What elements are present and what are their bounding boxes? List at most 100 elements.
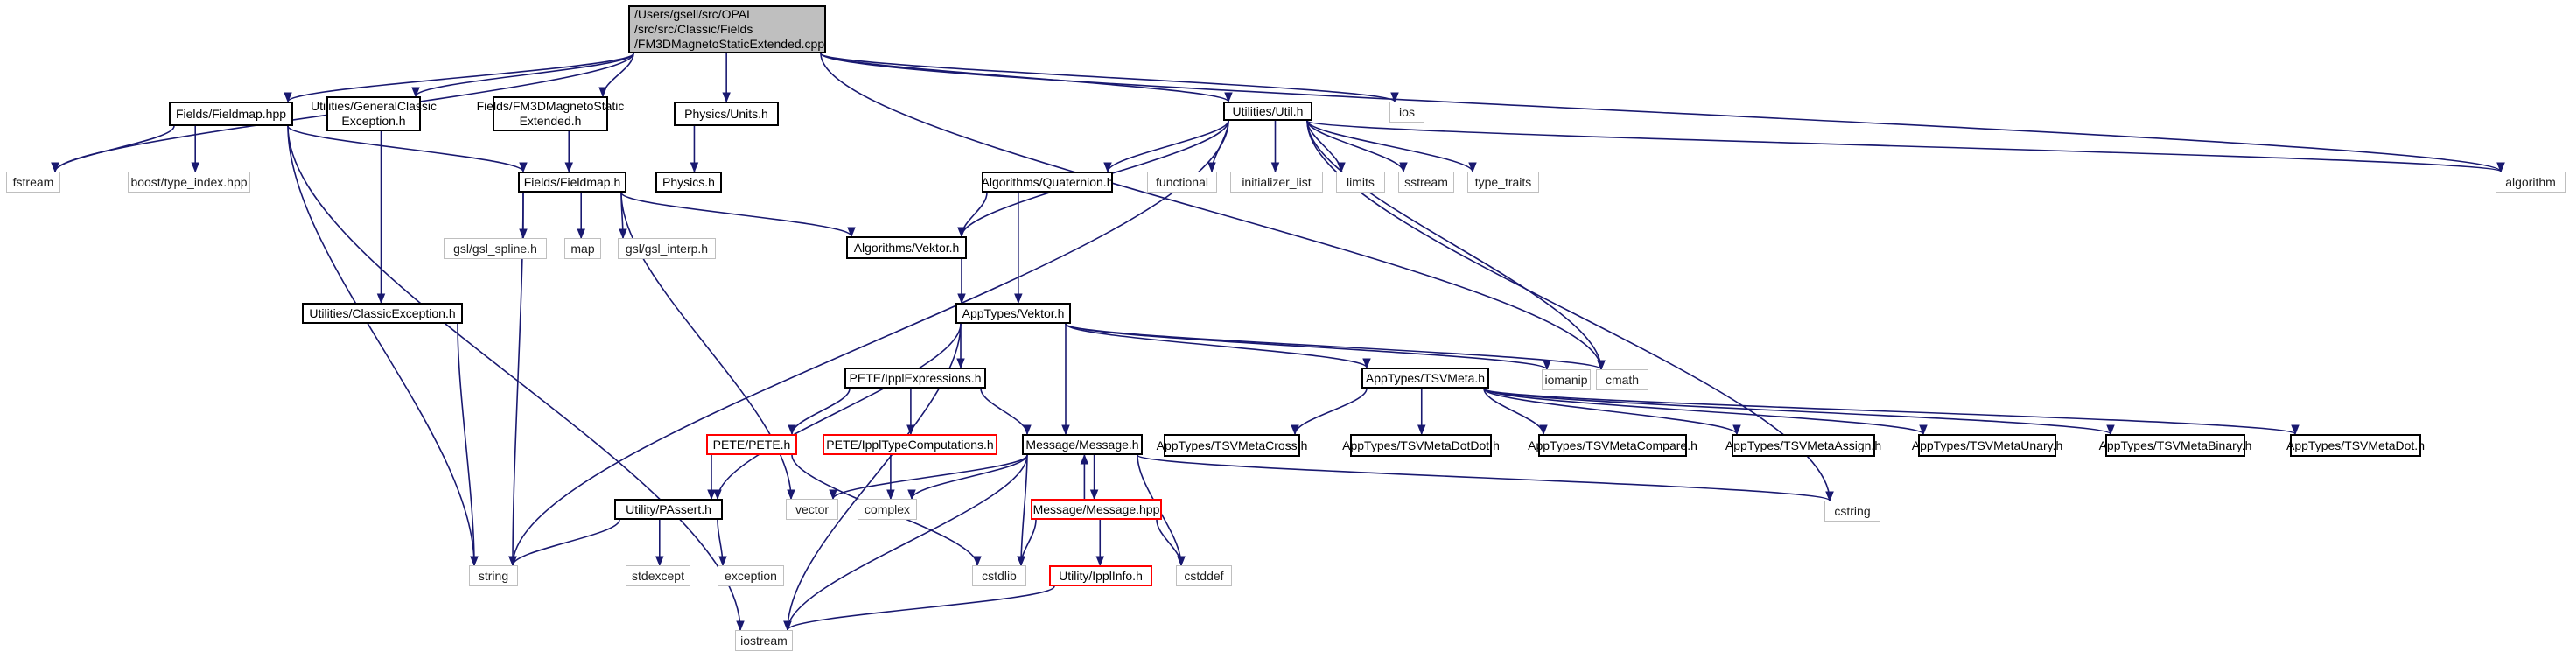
edge-pete-ippl-expressions-to-pete-pete	[791, 388, 850, 435]
edge-classic-exception-to-string	[457, 323, 475, 566]
edge-arrowhead	[1418, 424, 1426, 436]
node-stdexcept[interactable]: stdexcept	[626, 565, 690, 586]
node-label-line: fstream	[12, 174, 54, 189]
node-gsl-interp[interactable]: gsl/gsl_interp.h	[618, 238, 716, 259]
edge-arrowhead	[564, 162, 573, 173]
edge-arrowhead	[1919, 424, 1928, 436]
node-algorithms-vektor[interactable]: Algorithms/Vektor.h	[846, 236, 967, 259]
node-label-line: AppTypes/TSVMetaAssign.h	[1725, 438, 1882, 452]
edge-apptypes-tsvmeta-to-tsv-assign	[1483, 388, 1738, 435]
edge-arrowhead	[470, 556, 479, 567]
node-label-line: boost/type_index.hpp	[130, 174, 248, 189]
node-label-line: PETE/IpplTypeComputations.h	[826, 437, 994, 452]
edge-arrowhead	[1224, 92, 1233, 103]
node-tsv-unary[interactable]: AppTypes/TSVMetaUnary.h	[1912, 434, 2062, 457]
node-label-line: Message/Message.hpp	[1032, 501, 1160, 516]
node-root[interactable]: /Users/gsell/src/OPAL/src/src/Classic/Fi…	[628, 5, 826, 53]
node-limits[interactable]: limits	[1336, 172, 1385, 193]
node-functional[interactable]: functional	[1147, 172, 1217, 193]
node-pete-type-comp[interactable]: PETE/IpplTypeComputations.h	[822, 434, 998, 455]
node-vector[interactable]: vector	[786, 499, 838, 520]
node-type-traits[interactable]: type_traits	[1467, 172, 1539, 193]
edge-arrowhead	[598, 87, 607, 98]
node-tsv-assign[interactable]: AppTypes/TSVMetaAssign.h	[1726, 434, 1881, 457]
node-label-line: exception	[724, 568, 777, 583]
edge-message-h-to-vector	[832, 454, 1028, 500]
node-ios[interactable]: ios	[1390, 102, 1424, 123]
node-quaternion[interactable]: Algorithms/Quaternion.h	[982, 172, 1113, 193]
node-fstream[interactable]: fstream	[6, 172, 60, 193]
edge-arrowhead	[577, 228, 585, 240]
edge-arrowhead	[707, 489, 716, 501]
node-label-line: /src/src/Classic/Fields	[634, 22, 753, 36]
node-string[interactable]: string	[469, 565, 518, 586]
node-cmath[interactable]: cmath	[1596, 369, 1648, 390]
node-initializer-list[interactable]: initializer_list	[1230, 172, 1323, 193]
edge-apptypes-tsvmeta-to-tsv-dot	[1483, 388, 2296, 435]
node-label-line: PETE/IpplExpressions.h	[849, 370, 982, 385]
node-fieldmap-h[interactable]: Fields/Fieldmap.h	[518, 172, 626, 193]
edge-arrowhead	[829, 489, 837, 501]
node-algorithm[interactable]: algorithm	[2496, 172, 2566, 193]
edge-arrowhead	[1468, 162, 1477, 173]
edge-arrowhead	[1399, 162, 1408, 173]
node-apptypes-vektor[interactable]: AppTypes/Vektor.h	[956, 303, 1071, 324]
edge-fieldmap-hpp-to-fieldmap-h	[287, 125, 524, 172]
node-tsv-dot[interactable]: AppTypes/TSVMetaDot.h	[2286, 434, 2425, 457]
node-iostream[interactable]: iostream	[735, 630, 793, 651]
node-label-line: Utilities/ClassicException.h	[309, 305, 456, 320]
node-cstddef[interactable]: cstddef	[1176, 565, 1232, 586]
node-label-line: gsl/gsl_interp.h	[625, 241, 709, 256]
node-tsv-binary[interactable]: AppTypes/TSVMetaBinary.h	[2099, 434, 2251, 457]
edge-arrowhead	[783, 620, 792, 632]
node-label-line: Message/Message.h	[1026, 437, 1139, 452]
edge-util-h-to-algorithm	[1306, 120, 2502, 172]
node-pete-ippl-expressions[interactable]: PETE/IpplExpressions.h	[844, 368, 986, 389]
node-physics-h[interactable]: Physics.h	[655, 172, 722, 193]
node-label-line: Fields/Fieldmap.hpp	[175, 106, 287, 121]
node-fieldmap-hpp[interactable]: Fields/Fieldmap.hpp	[169, 102, 293, 126]
node-label-line: Utilities/GeneralClassic	[311, 99, 437, 113]
node-exception[interactable]: exception	[718, 565, 784, 586]
edge-arrowhead	[1096, 556, 1104, 567]
edge-arrowhead	[508, 556, 517, 567]
node-message-hpp[interactable]: Message/Message.hpp	[1031, 499, 1162, 520]
node-iomanip[interactable]: iomanip	[1542, 369, 1591, 390]
node-tsv-compare[interactable]: AppTypes/TSVMetaCompare.h	[1528, 434, 1698, 457]
node-label-line: AppTypes/TSVMetaDotDot.h	[1342, 438, 1500, 452]
node-gsl-spline[interactable]: gsl/gsl_spline.h	[444, 238, 547, 259]
node-cstdlib[interactable]: cstdlib	[972, 565, 1026, 586]
edge-arrowhead	[376, 293, 386, 305]
node-utility-ipplinfo[interactable]: Utility/IpplInfo.h	[1049, 565, 1152, 586]
node-map[interactable]: map	[564, 238, 601, 259]
edge-arrowhead	[957, 227, 966, 238]
node-cstring[interactable]: cstring	[1824, 501, 1880, 522]
node-label-line: AppTypes/TSVMetaUnary.h	[1911, 438, 2063, 452]
node-tsv-cross[interactable]: AppTypes/TSVMetaCross.h	[1157, 434, 1307, 457]
node-sstream[interactable]: sstream	[1398, 172, 1454, 193]
node-classic-exception[interactable]: Utilities/ClassicException.h	[302, 303, 463, 324]
node-boost-type-index[interactable]: boost/type_index.hpp	[128, 172, 250, 193]
edge-apptypes-vektor-to-cmath	[1065, 323, 1602, 370]
edge-arrowhead	[1539, 424, 1548, 436]
node-label-line: initializer_list	[1242, 174, 1312, 189]
edge-arrowhead	[1270, 162, 1280, 173]
edge-arrowhead	[1177, 556, 1186, 567]
node-utility-passert[interactable]: Utility/PAssert.h	[614, 499, 723, 520]
node-apptypes-tsvmeta[interactable]: AppTypes/TSVMeta.h	[1362, 368, 1489, 389]
node-label-line: iostream	[740, 633, 788, 648]
node-label-line: map	[570, 241, 595, 256]
node-util-h[interactable]: Utilities/Util.h	[1223, 102, 1312, 121]
node-tsv-dotdot[interactable]: AppTypes/TSVMetaDotDot.h	[1342, 434, 1500, 457]
node-pete-pete[interactable]: PETE/PETE.h	[706, 434, 797, 455]
node-physics-units[interactable]: Physics/Units.h	[674, 102, 779, 126]
node-complex[interactable]: complex	[858, 499, 917, 520]
edge-arrowhead	[2291, 424, 2300, 436]
edge-arrowhead	[1390, 92, 1399, 103]
edge-utility-passert-to-string	[512, 519, 620, 566]
node-message-h[interactable]: Message/Message.h	[1022, 434, 1143, 455]
